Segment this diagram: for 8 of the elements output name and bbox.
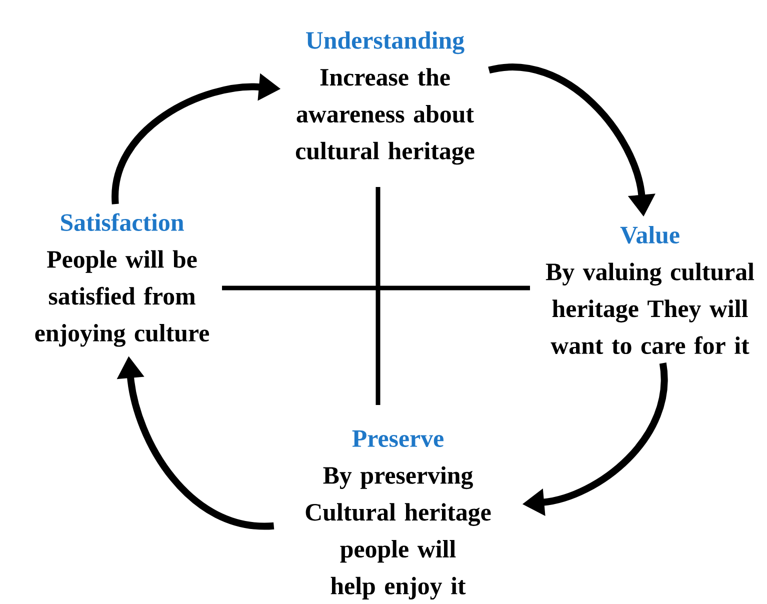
- node-heading: Preserve: [352, 430, 444, 447]
- node-heading: Understanding: [306, 31, 464, 54]
- node-text: By preserving Cultural heritage people will help enjoy it: [306, 466, 491, 600]
- node-text: People will be satisfied from enjoying culture: [35, 250, 210, 347]
- node-text: Increase the awareness about cultural heritage: [296, 68, 474, 165]
- node-heading: Value: [620, 226, 680, 244]
- node-text: By valuing cultural heritage They will want to care for it: [546, 262, 754, 354]
- node-heading: Satisfaction: [61, 213, 184, 231]
